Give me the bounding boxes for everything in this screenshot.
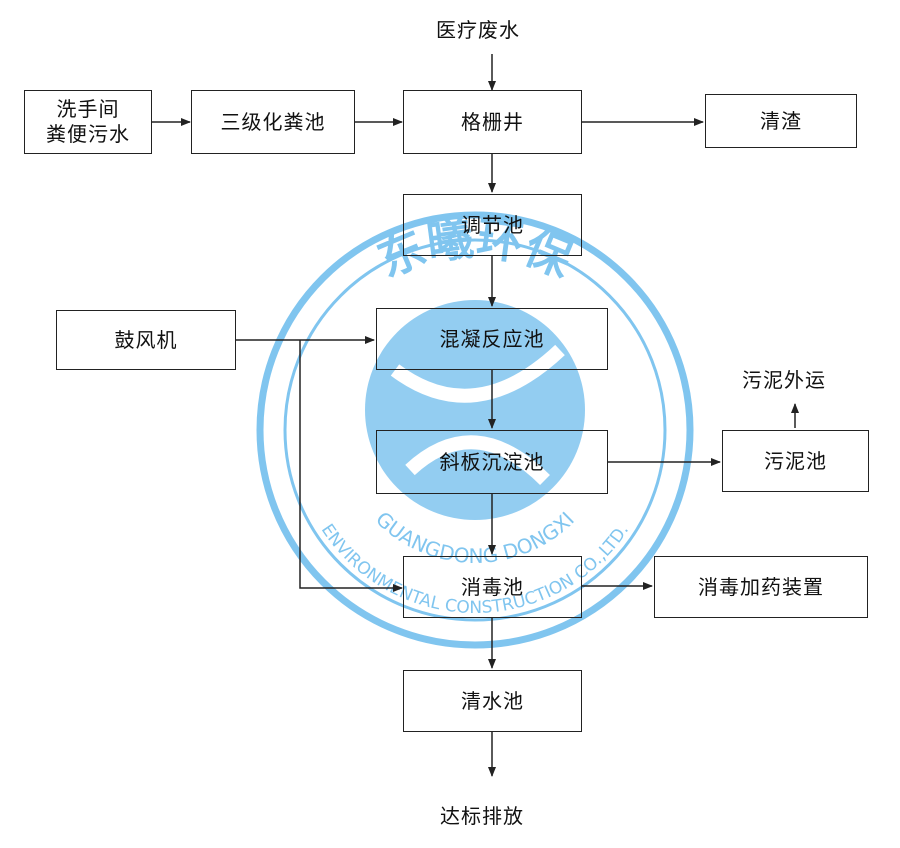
node-toilet-sewage-text: 洗手间 粪便污水 xyxy=(46,97,130,147)
node-grate-well: 格栅井 xyxy=(403,90,582,154)
arrow-blower-to-disinfection xyxy=(299,340,403,592)
seal-emblem xyxy=(390,344,565,485)
node-toilet-sewage: 洗手间 粪便污水 xyxy=(24,90,152,154)
node-sludge-tank: 污泥池 xyxy=(722,430,869,492)
node-toilet-line2: 粪便污水 xyxy=(46,122,130,146)
node-clear-water-tank: 清水池 xyxy=(403,670,582,732)
node-septic-tank: 三级化粪池 xyxy=(191,90,355,154)
node-dosing-device: 消毒加药装置 xyxy=(654,556,868,618)
node-blower: 鼓风机 xyxy=(56,310,236,370)
node-toilet-line1: 洗手间 xyxy=(56,97,120,121)
seal-outer-ring xyxy=(256,211,694,649)
node-screen-residue: 清渣 xyxy=(705,94,857,148)
node-medical-wastewater: 医疗废水 xyxy=(436,18,520,42)
node-regulating-tank: 调节池 xyxy=(403,194,582,256)
node-inclined-settler: 斜板沉淀池 xyxy=(376,430,608,494)
node-coagulation-tank: 混凝反应池 xyxy=(376,308,608,370)
node-discharge: 达标排放 xyxy=(440,804,524,828)
seal-inner-ring xyxy=(283,238,667,622)
node-disinfection-tank: 消毒池 xyxy=(403,556,582,618)
node-sludge-transport: 污泥外运 xyxy=(742,368,826,392)
